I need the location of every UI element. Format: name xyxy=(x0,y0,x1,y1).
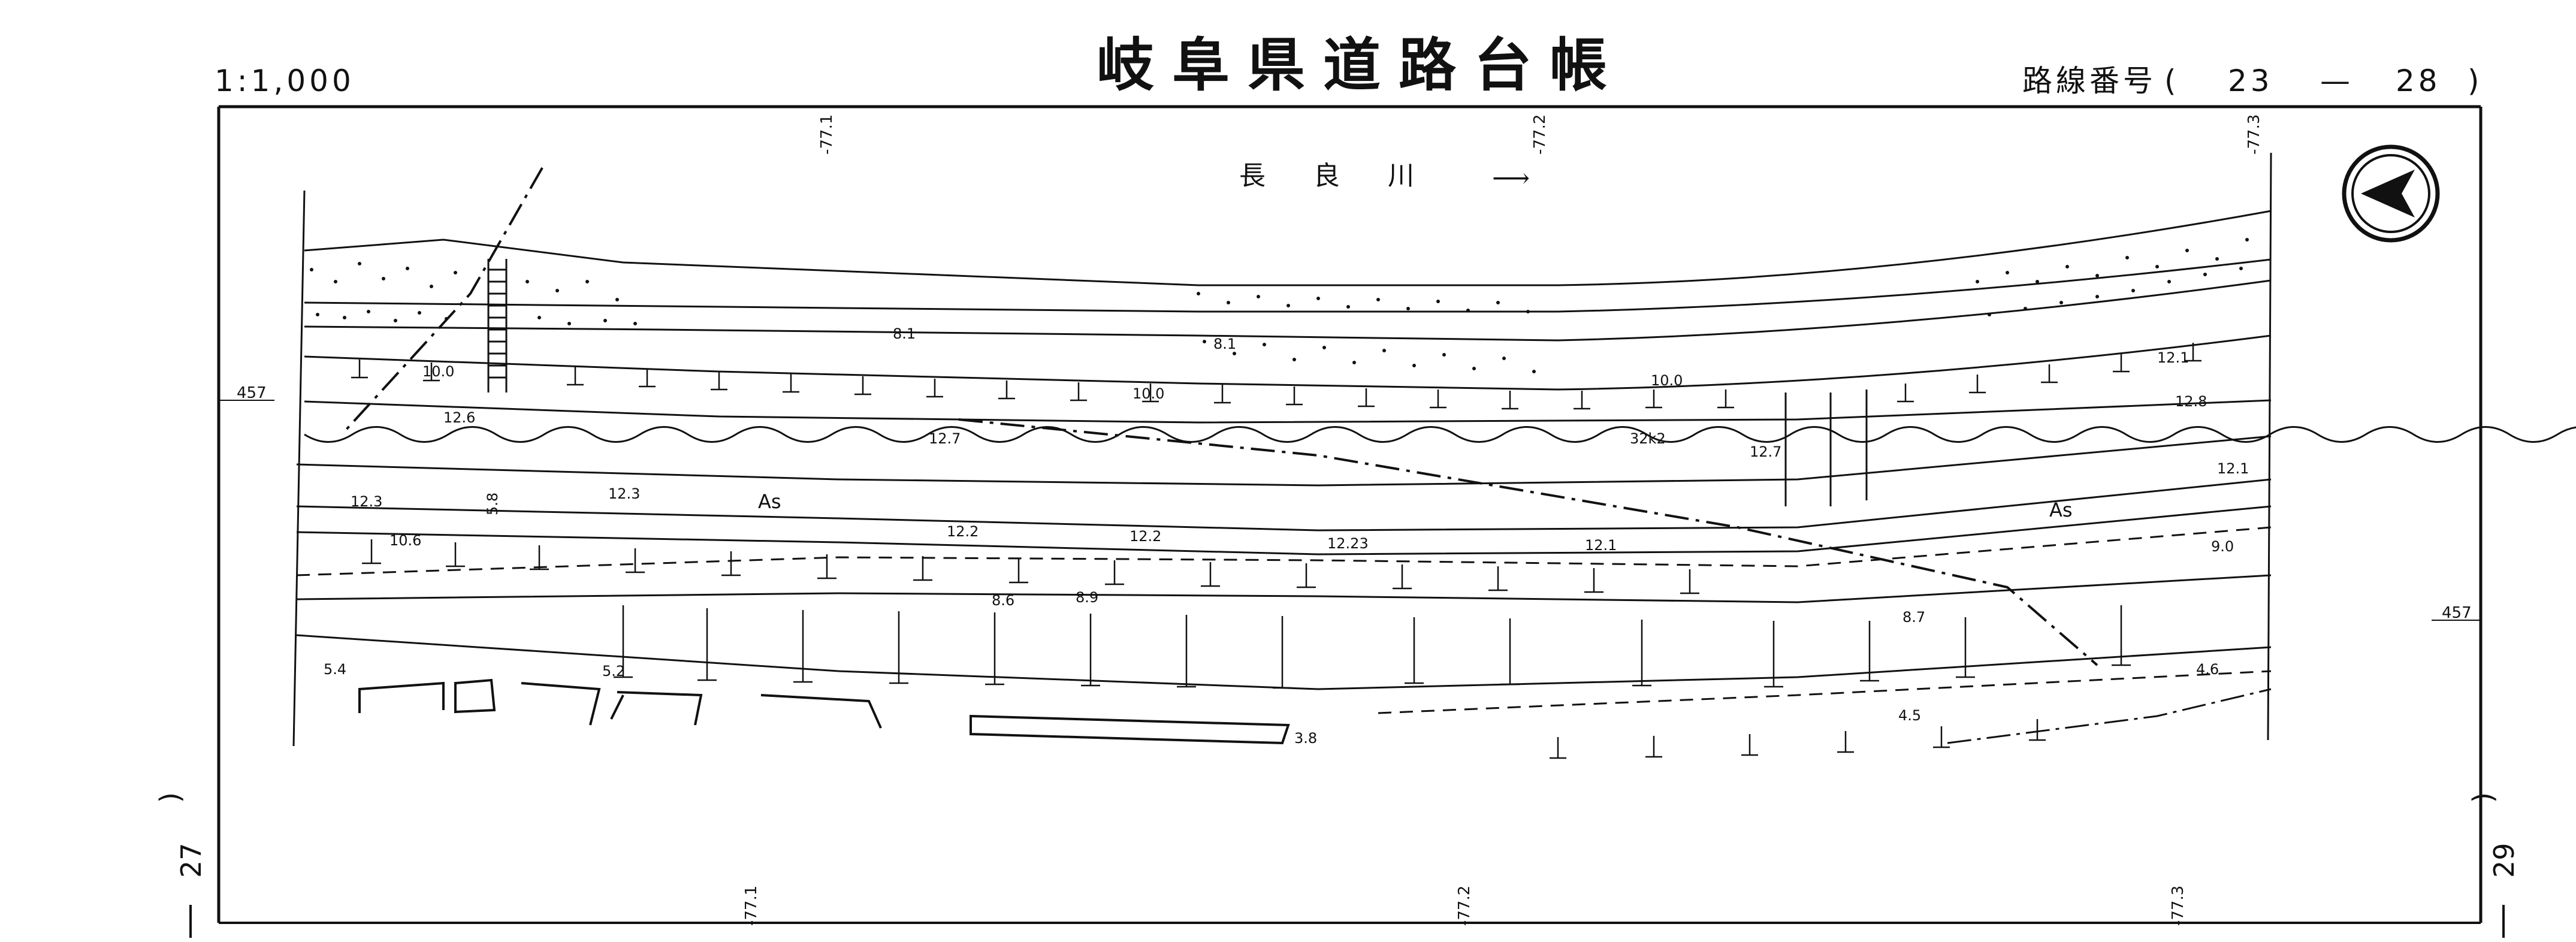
elevation-label: 12.3 xyxy=(608,485,640,502)
elevation-label: 8.1 xyxy=(1213,336,1236,352)
sheet-right-number: 29 xyxy=(2488,843,2520,878)
map-labels: 32k2 As As 8.1 8.1 10.0 10.0 10.0 12.6 1… xyxy=(324,325,2249,747)
map-drawing xyxy=(292,152,2576,759)
river-label: 長良川 xyxy=(1239,161,1462,191)
lower-road-edge xyxy=(296,634,2272,690)
grid-label-bottom-2: -77.2 xyxy=(1455,886,1473,926)
grid-label-left: 457 xyxy=(237,384,267,402)
sheet-right-paren: ) xyxy=(2467,792,2499,803)
embankment-dots xyxy=(310,238,2249,373)
road-centre-line xyxy=(296,478,2272,532)
grid-label-right: 457 xyxy=(2442,604,2472,622)
map-frame xyxy=(217,105,2483,924)
route-dash: — xyxy=(2320,64,2354,98)
slope-hatching xyxy=(351,343,2201,759)
lower-road-dashed xyxy=(1378,670,2272,714)
page-title: 岐阜県道路台帳 xyxy=(1097,32,1625,99)
surface-label-as-1: As xyxy=(758,490,781,513)
route-to: 28 xyxy=(2396,64,2441,98)
map-scale: 1:1,000 xyxy=(215,64,355,98)
map-edge-left xyxy=(292,190,306,747)
elevation-label: 12.3 xyxy=(351,493,382,510)
levee-crest-line xyxy=(304,279,2272,342)
elevation-label: 12.7 xyxy=(1750,443,1781,460)
elevation-label: 10.0 xyxy=(1133,385,1164,402)
elevation-label: 12.6 xyxy=(443,409,475,426)
culvert xyxy=(1784,390,1868,506)
drain-ladder xyxy=(487,259,508,393)
levee-upper-line xyxy=(304,258,2272,313)
elevation-label: 8.6 xyxy=(992,592,1014,609)
elevation-label: 12.7 xyxy=(929,430,961,447)
alignment-line xyxy=(343,167,2098,666)
elevation-label: 10.6 xyxy=(389,532,421,549)
river-bank-line xyxy=(296,435,2272,487)
elevation-label: 9.0 xyxy=(2211,538,2234,555)
route-from: 23 xyxy=(2228,64,2273,98)
elevation-label: 10.0 xyxy=(422,363,454,380)
road-lower-edge xyxy=(296,505,2272,555)
elevation-label: 3.8 xyxy=(1294,730,1317,747)
sheet-left-number: 27 xyxy=(175,843,207,878)
lower-boundary-line xyxy=(1947,688,2272,744)
elevation-label: 12.1 xyxy=(1585,537,1617,554)
elevation-label: 12.2 xyxy=(1130,528,1161,545)
elevation-label: 12.1 xyxy=(2157,349,2189,366)
embankment-slope-line xyxy=(304,399,2272,424)
road-lower-dashed xyxy=(296,526,2272,576)
vegetation-boundary xyxy=(304,426,2576,443)
elevation-label: 8.7 xyxy=(1902,609,1925,626)
elevation-label: 5.4 xyxy=(324,661,346,678)
elevation-label: 12.8 xyxy=(2175,393,2207,410)
slope-toe-line xyxy=(296,574,2272,603)
elevation-label: 5.8 xyxy=(484,493,501,515)
map-edge-right xyxy=(2267,152,2272,741)
levee-road-edge xyxy=(304,334,2272,391)
elevation-label: 4.6 xyxy=(2196,661,2219,678)
route-open-paren: ( xyxy=(2164,64,2180,98)
station-label: 32k2 xyxy=(1630,430,1666,447)
elevation-label: 12.1 xyxy=(2217,460,2249,477)
route-number: 路線番号 ( 23 — 28 ) xyxy=(2022,64,2483,98)
elevation-label: 10.0 xyxy=(1651,372,1683,389)
surface-label-as-2: As xyxy=(2049,499,2073,521)
elevation-label: 12.2 xyxy=(947,523,979,540)
elevation-label: 8.1 xyxy=(893,325,916,342)
grid-label-top-2: -77.2 xyxy=(1531,114,1549,155)
sheet-continuation-right: ) 29 xyxy=(2467,792,2520,938)
elevation-label: 4.5 xyxy=(1898,707,1921,724)
route-number-label: 路線番号 xyxy=(2022,64,2157,98)
route-close-paren: ) xyxy=(2468,64,2483,98)
grid-label-top-1: -77.1 xyxy=(818,114,836,155)
elevation-label: 8.9 xyxy=(1076,589,1098,606)
elevation-label: 5.2 xyxy=(602,663,625,680)
sheet-left-paren: ) xyxy=(154,792,186,803)
elevation-label: 12.23 xyxy=(1327,535,1369,552)
grid-label-top-3: -77.3 xyxy=(2245,114,2263,155)
building-outlines xyxy=(358,678,1290,745)
grid-labels: -77.1 -77.2 -77.3 -77.1 -77.2 -77.3 457 … xyxy=(219,114,2481,926)
river-flow-arrow: ⟶ xyxy=(1492,163,1578,194)
grid-label-bottom-3: -77.3 xyxy=(2169,886,2187,926)
north-arrow-icon xyxy=(2342,144,2440,243)
grid-label-bottom-1: -77.1 xyxy=(742,886,760,926)
levee-top-line xyxy=(304,210,2272,286)
river-name: 長良川 ⟶ xyxy=(1239,161,1578,194)
sheet-continuation-left: ) 27 xyxy=(154,792,207,938)
